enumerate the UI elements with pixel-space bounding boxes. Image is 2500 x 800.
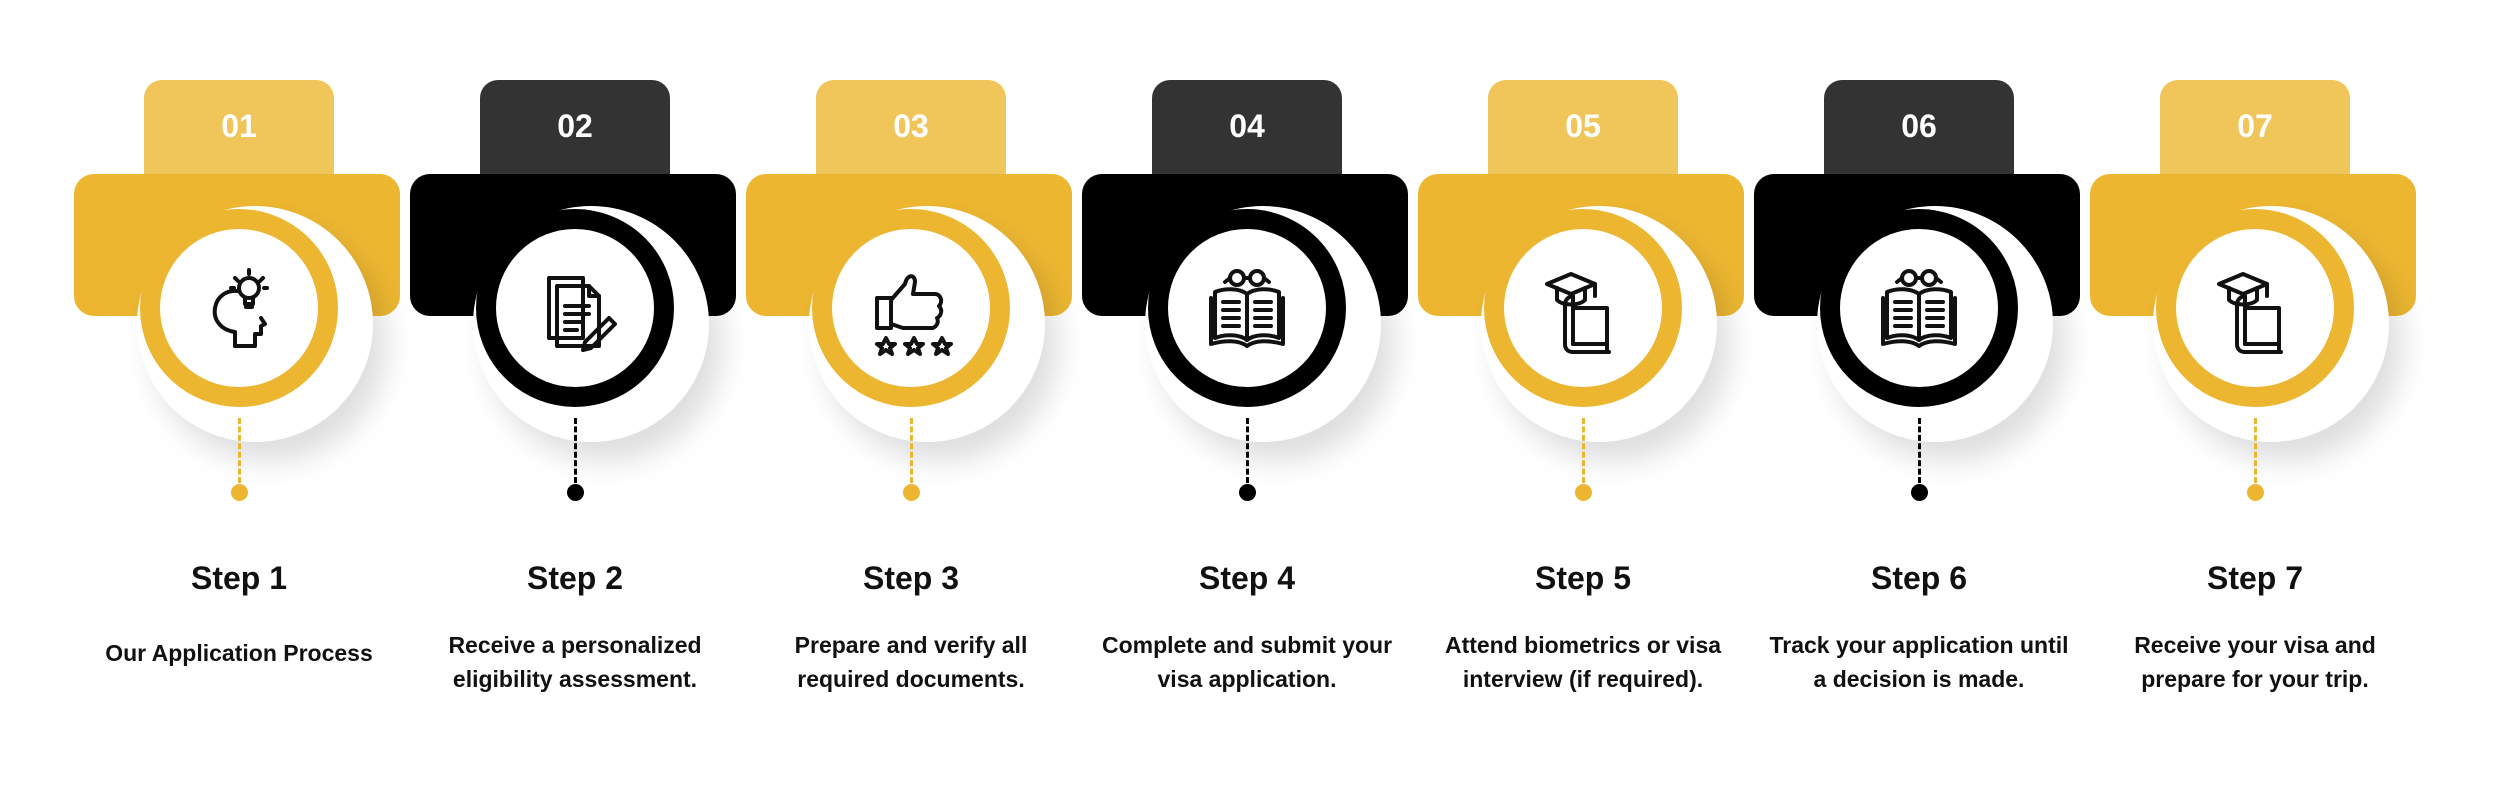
- icon-ring: [2156, 209, 2354, 407]
- open-book-glasses-icon: [1199, 260, 1295, 356]
- connector-dot: [2247, 484, 2264, 501]
- dashed-connector: [1918, 418, 1921, 483]
- thumbs-up-stars-icon: [863, 260, 959, 356]
- step-number-tab: 01: [144, 80, 334, 180]
- document-pen-icon: [527, 260, 623, 356]
- step-description: Receive a personalized eligibility asses…: [448, 632, 702, 692]
- connector-dot: [231, 484, 248, 501]
- step-number-tab: 05: [1488, 80, 1678, 180]
- step-description: Complete and submit your visa applicatio…: [1101, 632, 1393, 692]
- icon-ring: [812, 209, 1010, 407]
- graduation-cap-book-icon: [2207, 260, 2303, 356]
- step-number: 05: [1565, 108, 1601, 144]
- step-number-tab: 07: [2160, 80, 2350, 180]
- step-title: Step 7: [2206, 560, 2304, 596]
- connector-dot: [1575, 484, 1592, 501]
- icon-ring: [1148, 209, 1346, 407]
- head-lightbulb-icon: [191, 260, 287, 356]
- dashed-connector: [238, 418, 241, 483]
- connector-dot: [1911, 484, 1928, 501]
- open-book-glasses-icon: [1871, 260, 1967, 356]
- step-description: Our Application Process: [105, 640, 373, 666]
- icon-ring: [1820, 209, 2018, 407]
- step-number: 07: [2237, 108, 2273, 144]
- step-title: Step 3: [862, 560, 960, 596]
- dashed-connector: [574, 418, 577, 483]
- dashed-connector: [1582, 418, 1585, 483]
- dashed-connector: [2254, 418, 2257, 483]
- connector-dot: [1239, 484, 1256, 501]
- step-number: 01: [221, 108, 257, 144]
- step-number-tab: 04: [1152, 80, 1342, 180]
- step-description: Prepare and verify all required document…: [794, 632, 1028, 692]
- icon-ring: [140, 209, 338, 407]
- graduation-cap-book-icon: [1535, 260, 1631, 356]
- dashed-connector: [910, 418, 913, 483]
- step-number: 06: [1901, 108, 1937, 144]
- step-number: 02: [557, 108, 593, 144]
- step-title: Step 5: [1534, 560, 1632, 596]
- step-title: Step 6: [1870, 560, 1968, 596]
- step-description: Attend biometrics or visa interview (if …: [1444, 632, 1722, 692]
- step-description: Receive your visa and prepare for your t…: [2134, 632, 2376, 692]
- step-title: Step 2: [526, 560, 624, 596]
- step-number-tab: 03: [816, 80, 1006, 180]
- step-description: Track your application until a decision …: [1769, 632, 2069, 692]
- step-number: 03: [893, 108, 929, 144]
- icon-ring: [1484, 209, 1682, 407]
- connector-dot: [567, 484, 584, 501]
- step-number-tab: 06: [1824, 80, 2014, 180]
- step-title: Step 4: [1198, 560, 1296, 596]
- step-title: Step 1: [190, 560, 288, 596]
- connector-dot: [903, 484, 920, 501]
- icon-ring: [476, 209, 674, 407]
- step-number-tab: 02: [480, 80, 670, 180]
- dashed-connector: [1246, 418, 1249, 483]
- step-number: 04: [1229, 108, 1265, 144]
